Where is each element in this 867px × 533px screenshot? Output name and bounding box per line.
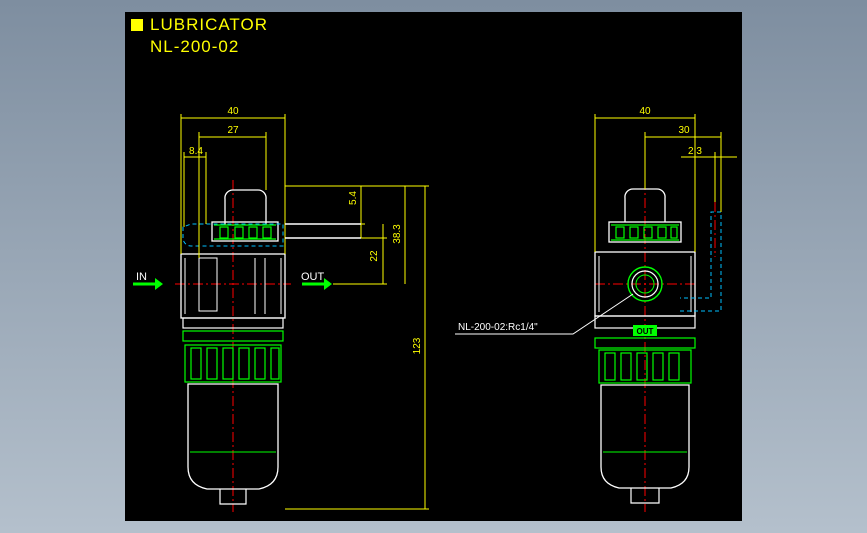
right-h-dims (594, 114, 737, 252)
port-icon (627, 266, 663, 302)
right-body-details (598, 256, 692, 312)
left-cap-ring (211, 221, 279, 242)
lubricator-drawing: IN OUT 40 27 8.4 (133, 106, 737, 512)
title-block: LUBRICATOR NL-200-02 (131, 14, 268, 58)
right-view: OUT (455, 106, 737, 512)
model-number: NL-200-02 (150, 37, 240, 56)
left-drain (219, 489, 247, 505)
left-body-details (184, 257, 282, 314)
right-cap-ring (608, 221, 682, 243)
dim-overall-width: 40 (227, 106, 239, 117)
left-body-base (182, 317, 284, 329)
dim-width-30: 30 (678, 125, 690, 136)
port-callout: NL-200-02:Rc1/4" (458, 322, 538, 333)
right-bowl-guard (594, 337, 696, 384)
callout-leader (455, 293, 634, 335)
in-arrow-icon (133, 278, 163, 290)
out-badge (633, 325, 657, 336)
left-hidden-part (182, 223, 284, 247)
dim-width-27: 27 (227, 125, 239, 136)
left-cap-knurl (214, 224, 276, 240)
title-marker-icon (131, 19, 143, 31)
left-v-dims (285, 185, 429, 510)
dim-width-8-4: 8.4 (189, 146, 203, 157)
left-bowl-guard (182, 330, 284, 383)
out-label: OUT (301, 271, 325, 283)
right-bowl (600, 384, 690, 489)
left-bowl (187, 383, 279, 490)
right-hidden-tube (680, 211, 722, 312)
left-h-dims (180, 114, 286, 258)
left-center-lines (175, 180, 291, 512)
dim-h-5-4: 5.4 (348, 191, 359, 205)
out-badge-label: OUT (637, 327, 654, 336)
left-cap-dome (224, 189, 267, 225)
right-center-lines (595, 180, 716, 512)
dim-width-2-3: 2.3 (688, 146, 702, 157)
dim-h-38-3: 38.3 (392, 224, 403, 244)
in-label: IN (136, 271, 147, 283)
right-drain (630, 488, 660, 504)
right-cap-knurl (611, 224, 679, 241)
left-view: IN OUT 40 27 8.4 (133, 106, 429, 512)
dim-h-123: 123 (412, 337, 423, 354)
right-dim-overall-width: 40 (639, 106, 651, 117)
out-arrow-icon (302, 278, 332, 290)
dim-h-22: 22 (369, 250, 380, 262)
drawing-title: LUBRICATOR (150, 15, 269, 34)
cad-viewport[interactable]: LUBRICATOR NL-200-02 (125, 12, 742, 521)
